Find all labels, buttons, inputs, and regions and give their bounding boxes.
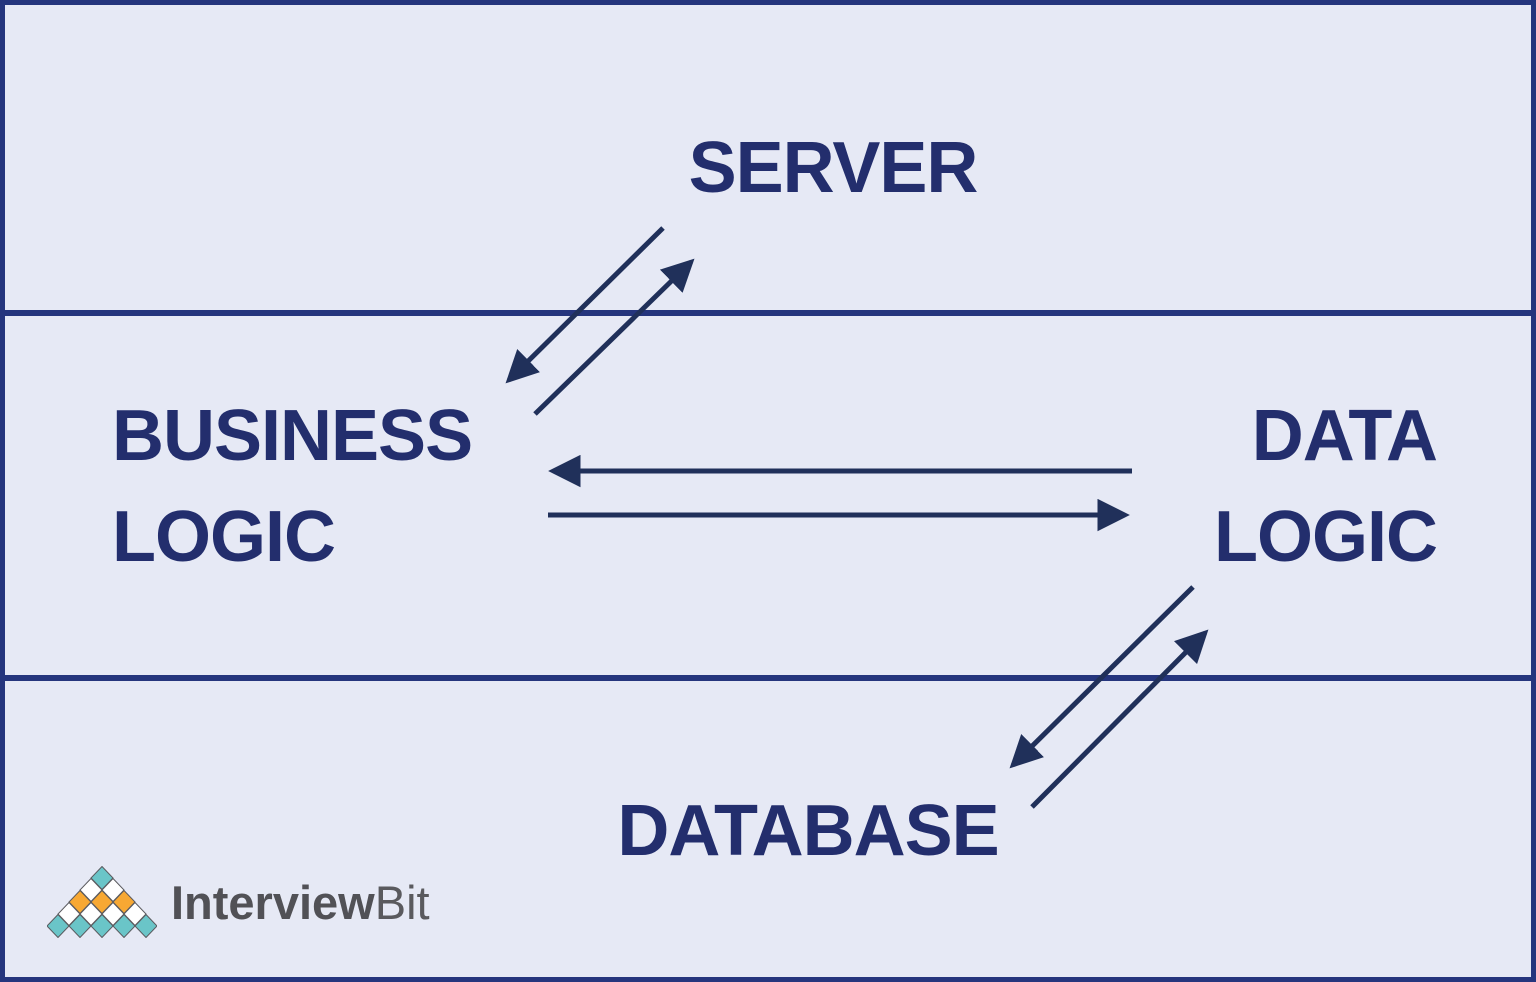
- arrow-database-to-data-logic: [1030, 629, 1209, 809]
- edge-data-logic-database: [1009, 585, 1209, 809]
- node-server: SERVER: [688, 128, 979, 208]
- node-data-logic: DATA LOGIC: [1214, 386, 1438, 588]
- node-business-logic: BUSINESS LOGIC: [112, 386, 473, 588]
- logo-text-secondary: Bit: [374, 875, 430, 929]
- arrow-business-logic-to-server: [533, 258, 695, 416]
- node-database: DATABASE: [617, 791, 999, 871]
- edge-business-logic-data-logic: [548, 454, 1132, 532]
- interviewbit-logo: InterviewBit: [47, 866, 430, 938]
- node-business-logic-line2: LOGIC: [112, 497, 336, 577]
- interviewbit-logo-text: InterviewBit: [171, 875, 430, 930]
- edge-server-business-logic: [505, 226, 695, 416]
- node-data-logic-line2: LOGIC: [1214, 497, 1438, 577]
- band-divider-bottom: [5, 675, 1531, 681]
- interviewbit-logo-mark-icon: [47, 866, 157, 938]
- node-business-logic-line1: BUSINESS: [112, 396, 473, 476]
- band-divider-top: [5, 310, 1531, 316]
- logo-text-primary: Interview: [171, 875, 375, 929]
- node-data-logic-line1: DATA: [1251, 396, 1438, 476]
- arrow-server-to-business-logic: [505, 226, 665, 384]
